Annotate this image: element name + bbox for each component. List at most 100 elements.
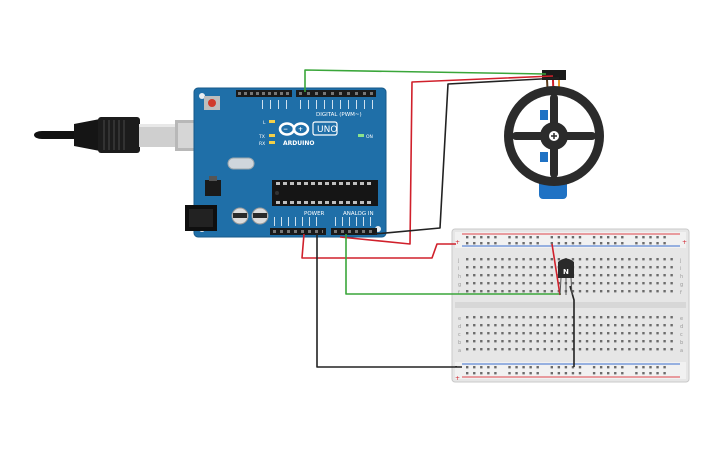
breadboard-hole	[663, 372, 666, 375]
breadboard-hole	[508, 236, 511, 239]
breadboard-hole	[529, 242, 532, 245]
breadboard-hole	[656, 316, 659, 319]
breadboard-hole	[515, 316, 518, 319]
servo-connector	[542, 70, 566, 80]
breadboard-hole	[508, 366, 511, 369]
voltage-regulator	[205, 180, 221, 196]
breadboard-hole	[635, 282, 638, 285]
arduino-logo: − + ARDUINO	[278, 122, 314, 147]
breadboard-hole	[621, 274, 624, 277]
breadboard-hole	[550, 316, 553, 319]
breadboard-hole	[578, 258, 582, 261]
breadboard-hole	[670, 324, 673, 327]
wire-servo-power	[339, 75, 554, 245]
breadboard-hole	[550, 372, 553, 375]
breadboard-hole	[508, 372, 511, 375]
breadboard-hole	[585, 332, 589, 335]
breadboard-hole	[571, 290, 575, 293]
breadboard-hole	[621, 366, 624, 369]
breadboard-hole	[473, 316, 476, 319]
breadboard-hole	[515, 282, 518, 285]
breadboard-hole	[494, 324, 497, 327]
reset-button[interactable]	[204, 96, 220, 110]
breadboard-hole	[473, 366, 476, 369]
breadboard-hole	[656, 266, 659, 269]
breadboard-hole	[543, 266, 546, 269]
breadboard-hole	[607, 236, 610, 239]
breadboard-hole	[487, 348, 490, 351]
breadboard-hole	[515, 366, 518, 369]
breadboard-hole	[466, 274, 469, 277]
breadboard-hole	[628, 282, 631, 285]
breadboard-hole	[578, 290, 582, 293]
breadboard-hole	[621, 332, 624, 335]
breadboard-hole	[487, 332, 490, 335]
breadboard-hole	[501, 332, 504, 335]
svg-text:e: e	[680, 316, 683, 322]
breadboard-hole	[607, 242, 610, 245]
svg-text:d: d	[458, 324, 461, 330]
svg-text:ON: ON	[366, 134, 373, 140]
breadboard-hole	[649, 316, 652, 319]
breadboard-hole	[607, 290, 610, 293]
breadboard-hole	[487, 258, 490, 261]
wire-servo-signal	[304, 69, 547, 92]
breadboard-hole	[480, 290, 483, 293]
breadboard-hole	[585, 274, 589, 277]
breadboard-hole	[656, 290, 659, 293]
breadboard-hole	[635, 274, 638, 277]
breadboard-hole	[564, 316, 568, 319]
breadboard-hole	[642, 324, 645, 327]
breadboard-hole	[487, 242, 490, 245]
breadboard-hole	[599, 332, 603, 335]
breadboard-hole	[550, 290, 553, 293]
breadboard-hole	[543, 324, 546, 327]
atmega-chip	[272, 180, 378, 206]
breadboard-hole	[635, 242, 638, 245]
breadboard-hole	[635, 332, 638, 335]
svg-text:h: h	[680, 274, 683, 280]
breadboard-hole	[466, 340, 469, 343]
breadboard-hole	[466, 242, 469, 245]
breadboard-hole	[642, 316, 645, 319]
breadboard-hole	[557, 242, 561, 245]
breadboard-hole	[550, 282, 553, 285]
breadboard-hole	[614, 266, 617, 269]
breadboard-hole	[494, 266, 497, 269]
power-label: POWER	[304, 211, 325, 217]
breadboard-hole	[529, 236, 532, 239]
breadboard-hole	[543, 258, 546, 261]
breadboard-hole	[480, 266, 483, 269]
breadboard-hole	[578, 274, 582, 277]
breadboard-hole	[466, 316, 469, 319]
breadboard-hole	[607, 266, 610, 269]
breadboard-hole	[607, 324, 610, 327]
breadboard-hole	[522, 274, 525, 277]
breadboard-hole	[550, 258, 553, 261]
servo-motor	[504, 70, 604, 199]
svg-text:i: i	[458, 266, 459, 272]
transistor-label: N	[563, 268, 569, 276]
breadboard-hole	[501, 282, 504, 285]
breadboard-hole	[571, 332, 575, 335]
breadboard-hole	[571, 324, 575, 327]
breadboard-hole	[585, 282, 589, 285]
breadboard-hole	[628, 348, 631, 351]
svg-text:i: i	[680, 266, 681, 272]
breadboard-hole	[585, 316, 589, 319]
breadboard-hole	[578, 366, 582, 369]
svg-text:−: −	[283, 126, 288, 133]
breadboard-hole	[494, 366, 497, 369]
wire-sensor-signal	[345, 234, 561, 295]
svg-text:RX: RX	[259, 141, 265, 147]
breadboard-hole	[663, 340, 666, 343]
npn-transistor[interactable]: N	[558, 258, 574, 296]
breadboard-hole	[550, 366, 553, 369]
breadboard-hole	[599, 282, 603, 285]
breadboard-hole	[466, 258, 469, 261]
breadboard-hole	[656, 274, 659, 277]
breadboard-hole	[614, 258, 617, 261]
breadboard-hole	[529, 348, 532, 351]
breadboard-hole	[466, 366, 469, 369]
breadboard-hole	[628, 316, 631, 319]
